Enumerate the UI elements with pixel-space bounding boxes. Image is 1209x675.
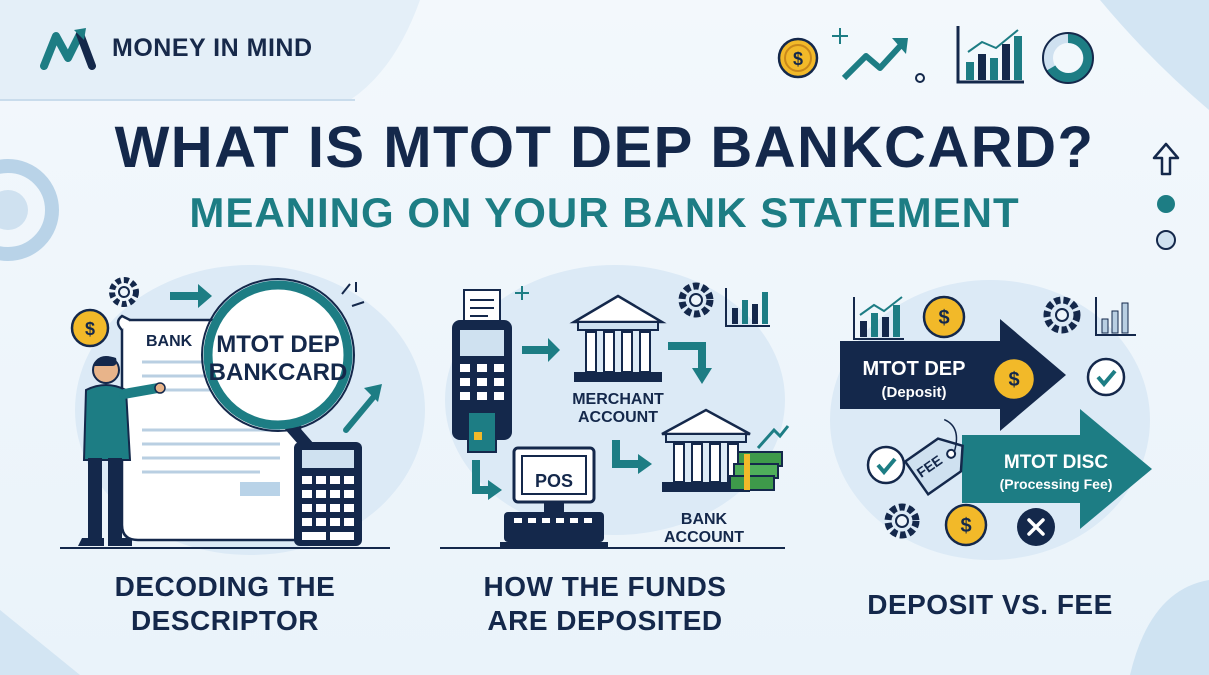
arrow-down-icon (692, 368, 712, 384)
bank-account-label-line1: BANK (681, 511, 728, 528)
svg-text:$: $ (793, 49, 803, 69)
dot-icon (1156, 230, 1176, 250)
merchant-label-line2: ACCOUNT (578, 409, 658, 426)
coin-icon: $ (922, 295, 966, 339)
brand-name: MONEY IN MIND (112, 33, 313, 62)
gear-icon (884, 503, 920, 539)
gear-icon (109, 277, 139, 307)
coin-icon: $ (944, 503, 988, 547)
magnifier-line1: MTOT DEP (216, 331, 340, 358)
gear-icon (678, 282, 714, 318)
magnifier-line2: BANKCARD (209, 359, 348, 386)
check-circle-icon (1086, 357, 1126, 397)
fee-tag-icon (903, 418, 964, 497)
merchant-label-line1: MERCHANT (572, 391, 664, 408)
trend-up-icon (343, 384, 382, 433)
page-subtitle: MEANING ON YOUR BANK STATEMENT (189, 189, 1020, 236)
gear-icon (1043, 296, 1081, 334)
arrow-up-icon (1152, 142, 1180, 176)
panel1-illustration: $ BANK (60, 277, 390, 549)
bar-chart-icon (853, 296, 904, 340)
deposit-subtitle: (Deposit) (882, 384, 947, 401)
panel2-caption-line1: HOW THE FUNDS (483, 571, 727, 602)
panel2-illustration: MERCHANT ACCOUNT POS (440, 282, 790, 549)
disc-title: MTOT DISC (1004, 452, 1108, 473)
logo-icon (40, 28, 96, 70)
svg-text:$: $ (1008, 369, 1019, 391)
panel3-caption: DEPOSIT VS. FEE (867, 589, 1113, 620)
trend-up-icon (841, 38, 908, 81)
person-illustration (78, 356, 166, 546)
disc-arrow (962, 409, 1152, 529)
pos-label: POS (535, 471, 573, 491)
corner-shape-top-right (1100, 0, 1209, 110)
top-icons: $ (777, 26, 1094, 84)
panel2-caption: HOW THE FUNDS ARE DEPOSITED (440, 570, 770, 638)
statement-label: BANK (146, 333, 193, 350)
side-decor (1152, 142, 1180, 250)
panel3-illustration: $ MTOT DEP (Deposit) $ MTOT DISC (Proces… (840, 295, 1152, 547)
arrow-right-icon (488, 480, 502, 500)
bank-account-label-line2: ACCOUNT (664, 529, 744, 546)
bar-chart-icon (1095, 297, 1136, 336)
panel1-caption-line1: DECODING THE (114, 571, 336, 602)
trend-up-icon (756, 425, 790, 449)
coin-icon: $ (991, 356, 1037, 402)
svg-text:$: $ (938, 307, 949, 329)
svg-text:$: $ (960, 515, 971, 537)
arrow-right-icon (522, 338, 560, 362)
page-title: WHAT IS MTOT DEP BANKCARD? (114, 115, 1095, 180)
sparkle-icon (832, 28, 848, 44)
cash-register-icon (500, 446, 608, 548)
bank-building-icon (569, 294, 667, 382)
brand-logo: MONEY IN MIND (40, 26, 313, 70)
card-terminal-icon (452, 289, 512, 453)
panel2-caption-line2: ARE DEPOSITED (487, 605, 723, 636)
coin-icon: $ (777, 37, 819, 79)
coin-icon: $ (70, 308, 110, 348)
disc-subtitle: (Processing Fee) (1000, 476, 1113, 492)
corner-shape-bottom-right (1130, 580, 1209, 675)
deposit-title: MTOT DEP (863, 358, 966, 380)
gear-icon (0, 159, 59, 261)
close-circle-icon (1017, 508, 1055, 546)
dot-icon (915, 73, 925, 83)
panel1-caption-line2: DESCRIPTOR (130, 605, 320, 636)
bar-chart-icon (725, 288, 770, 327)
arrow-right-icon (638, 454, 652, 474)
dot-icon (1157, 195, 1175, 213)
svg-text:$: $ (85, 319, 95, 339)
sparkle-icon (515, 286, 529, 300)
deposit-arrow (840, 319, 1066, 431)
magnifier-icon (201, 278, 355, 466)
donut-chart-icon (1042, 32, 1094, 84)
check-circle-icon (866, 445, 906, 485)
arrow-right-icon (170, 284, 212, 308)
sparkle-icon (341, 282, 365, 307)
header-band (0, 0, 420, 100)
panel1-caption: DECODING THE DESCRIPTOR (60, 570, 390, 638)
corner-shape-bottom-left (0, 610, 80, 675)
calculator-icon (294, 442, 362, 546)
bar-chart-icon (956, 26, 1024, 84)
cash-stack-icon (729, 451, 783, 491)
